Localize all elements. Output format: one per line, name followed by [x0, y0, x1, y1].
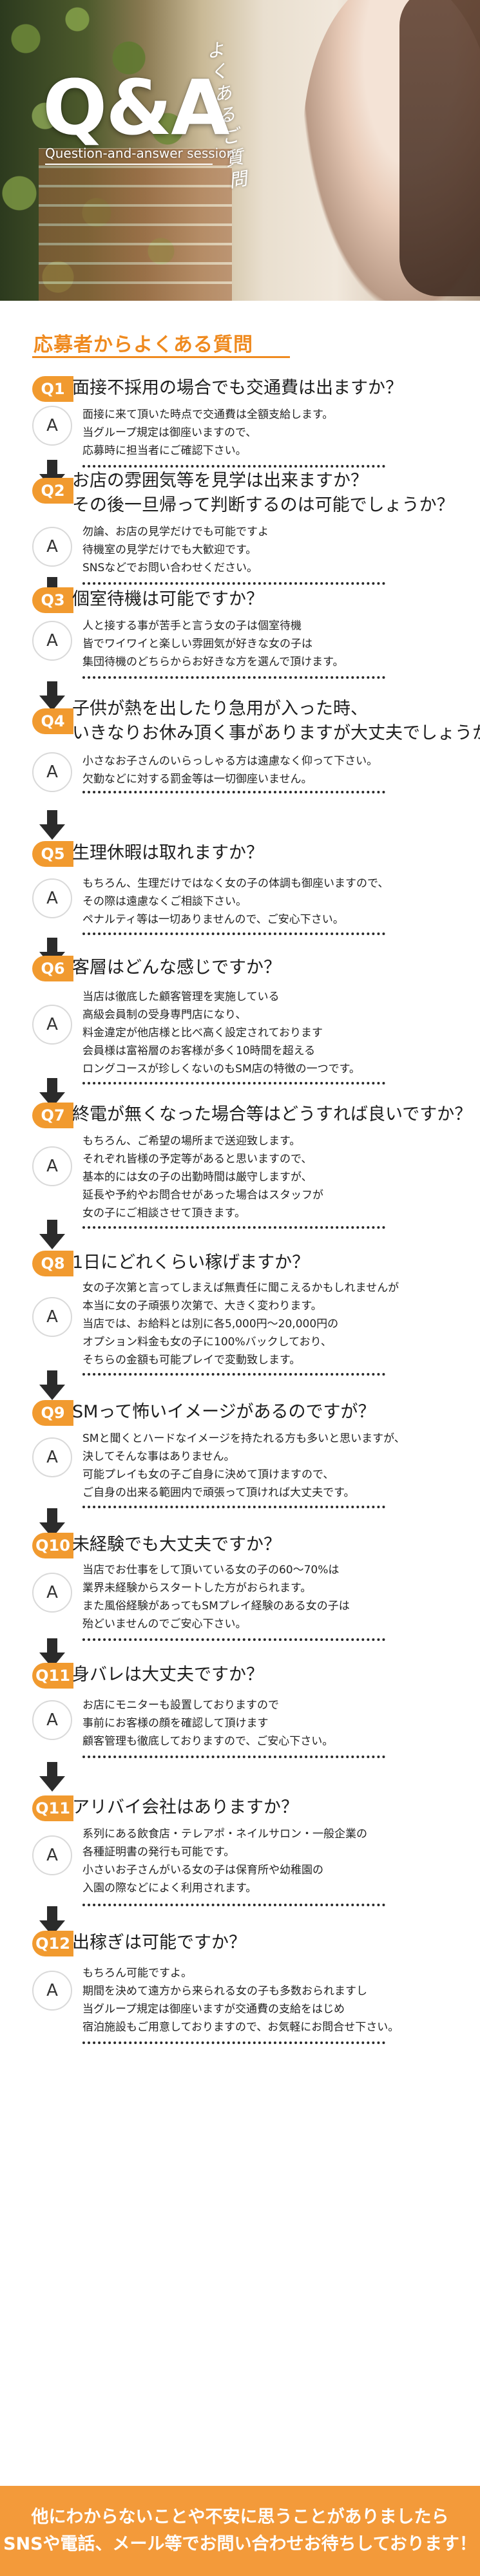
hero-title: Q&A — [43, 63, 230, 152]
down-arrow-icon — [39, 1220, 65, 1249]
dotted-divider — [82, 1638, 385, 1641]
question-badge: Q4 — [32, 708, 73, 734]
question-badge: Q12 — [32, 1931, 73, 1956]
question-badge: Q2 — [32, 478, 73, 504]
answer-badge: A — [32, 1437, 72, 1477]
question-badge: Q11 — [32, 1795, 73, 1821]
answer-badge: A — [32, 1700, 72, 1740]
dotted-divider — [82, 1082, 385, 1084]
hero-subtitle-underline — [45, 164, 213, 165]
down-arrow-icon — [39, 1370, 65, 1400]
answer-badge: A — [32, 1297, 72, 1337]
answer-text: もちろん、生理だけではなく女の子の体調も御座いますので、その際は遠慮なくご相談下… — [82, 877, 389, 926]
answer-badge: A — [32, 878, 72, 918]
question-text: 終電が無くなった場合等はどうすれば良いですか？ — [72, 1104, 472, 1124]
question-text: 面接不採用の場合でも交通費は出ますか？ — [72, 378, 403, 398]
answer-badge: A — [32, 752, 72, 792]
dotted-divider — [82, 791, 385, 793]
question-text: 子供が熱を出したり急用が入った時、いきなりお休み頂く事がありますが大丈夫でしょう… — [72, 699, 480, 743]
answer-badge: A — [32, 406, 72, 446]
answer-text: お店にモニターも設置しておりますので事前にお客様の顔を確認して頂けます顧客管理も… — [82, 1699, 334, 1748]
dotted-divider — [82, 1904, 385, 1906]
down-arrow-icon — [39, 681, 65, 711]
hero-brick-wall-decoration — [39, 148, 232, 301]
question-badge: Q6 — [32, 956, 73, 981]
dotted-divider — [82, 582, 385, 585]
footer-line-2: SNSや電話、メール等でお問い合わせお待ちしております！ — [3, 2534, 477, 2554]
section-title-underline — [32, 356, 290, 358]
answer-badge: A — [32, 621, 72, 661]
answer-text: 当店でお仕事をして頂いている女の子の60〜70%は業界未経験からスタートした方が… — [82, 1564, 350, 1631]
dotted-divider — [82, 465, 385, 468]
dotted-divider — [82, 1373, 385, 1376]
question-badge: Q1 — [32, 376, 73, 402]
contact-footer: 他にわからないことや不安に思うことがありましたら SNSや電話、メール等でお問い… — [0, 2486, 480, 2576]
dotted-divider — [82, 933, 385, 935]
answer-badge: A — [32, 1146, 72, 1186]
question-text: 生理休暇は取れますか？ — [72, 843, 264, 863]
question-text: 未経験でも大丈夫ですか？ — [72, 1535, 281, 1555]
down-arrow-icon — [39, 1762, 65, 1792]
question-text: 出稼ぎは可能ですか？ — [72, 1933, 246, 1953]
answer-text: 面接に来て頂いた時点で交通費は全額支給します。当グループ規定は御座いますので、応… — [82, 408, 334, 457]
dotted-divider — [82, 1506, 385, 1508]
section-title: 応募者からよくある質問 — [34, 334, 253, 356]
dotted-divider — [82, 1756, 385, 1758]
question-text: SMって怖いイメージがあるのですが？ — [72, 1402, 376, 1422]
hero-model-hair — [399, 0, 480, 296]
answer-text: 女の子次第と言ってしまえば無責任に聞こえるかもしれませんが本当に女の子頑張り次第… — [82, 1282, 399, 1367]
answer-text: 系列にある飲食店・テレアポ・ネイルサロン・一般企業の各種証明書の発行も可能です。… — [82, 1828, 367, 1895]
answer-text: もちろん可能ですよ。期間を決めて遠方から来られる女の子も多数おられますし当グルー… — [82, 1967, 399, 2034]
hero-subtitle: Question-and-answer session — [45, 146, 235, 161]
dotted-divider — [82, 1226, 385, 1229]
question-badge: Q10 — [32, 1533, 73, 1558]
answer-badge: A — [32, 527, 72, 567]
answer-badge: A — [32, 1835, 72, 1875]
question-text: 身バレは大丈夫ですか？ — [72, 1665, 264, 1685]
question-badge: Q5 — [32, 841, 73, 867]
question-badge: Q11 — [32, 1663, 73, 1689]
question-text: 1日にどれくらい稼げますか？ — [72, 1253, 310, 1273]
question-badge: Q3 — [32, 587, 73, 613]
answer-text: SMと聞くとハードなイメージを持たれる方も多いと思いますが、決してそんな事はあり… — [82, 1432, 405, 1499]
answer-text: 当店は徹底した顧客管理を実施している高級会員制の受身専門店になり、料金違定が他店… — [82, 990, 360, 1075]
answer-badge: A — [32, 1005, 72, 1045]
footer-line-1: 他にわからないことや不安に思うことがありましたら — [31, 2507, 449, 2527]
answer-badge: A — [32, 1971, 72, 2011]
dotted-divider — [82, 676, 385, 679]
question-text: 個室待機は可能ですか？ — [72, 589, 264, 609]
answer-text: 小さなお子さんのいらっしゃる方は遠慮なく仰って下さい。欠勤などに対する罰金等は一… — [82, 755, 378, 786]
question-text: 客層はどんな感じですか？ — [72, 958, 281, 978]
question-badge: Q9 — [32, 1400, 73, 1426]
answer-text: 勿論、お店の見学だけでも可能ですよ待機室の見学だけでも大歓迎です。SNSなどでお… — [82, 526, 269, 574]
hero-banner: よくあるご質問 Q&A Question-and-answer session — [0, 0, 480, 301]
answer-text: もちろん、ご希望の場所まで送迎致します。それぞれ皆様の予定等があると思いますので… — [82, 1135, 323, 1220]
answer-badge: A — [32, 1573, 72, 1613]
down-arrow-icon — [39, 810, 65, 840]
answer-text: 人と接する事が苦手と言う女の子は個室待機皆でワイワイと楽しい雰囲気が好きな女の子… — [82, 620, 344, 668]
question-text: お店の雰囲気等を見学は出来ますか？その後一旦帰って判断するのは可能でしょうか？ — [72, 471, 454, 515]
dotted-divider — [82, 2041, 385, 2044]
question-text: アリバイ会社はありますか？ — [72, 1797, 298, 1817]
question-badge: Q7 — [32, 1103, 73, 1128]
question-badge: Q8 — [32, 1251, 73, 1276]
